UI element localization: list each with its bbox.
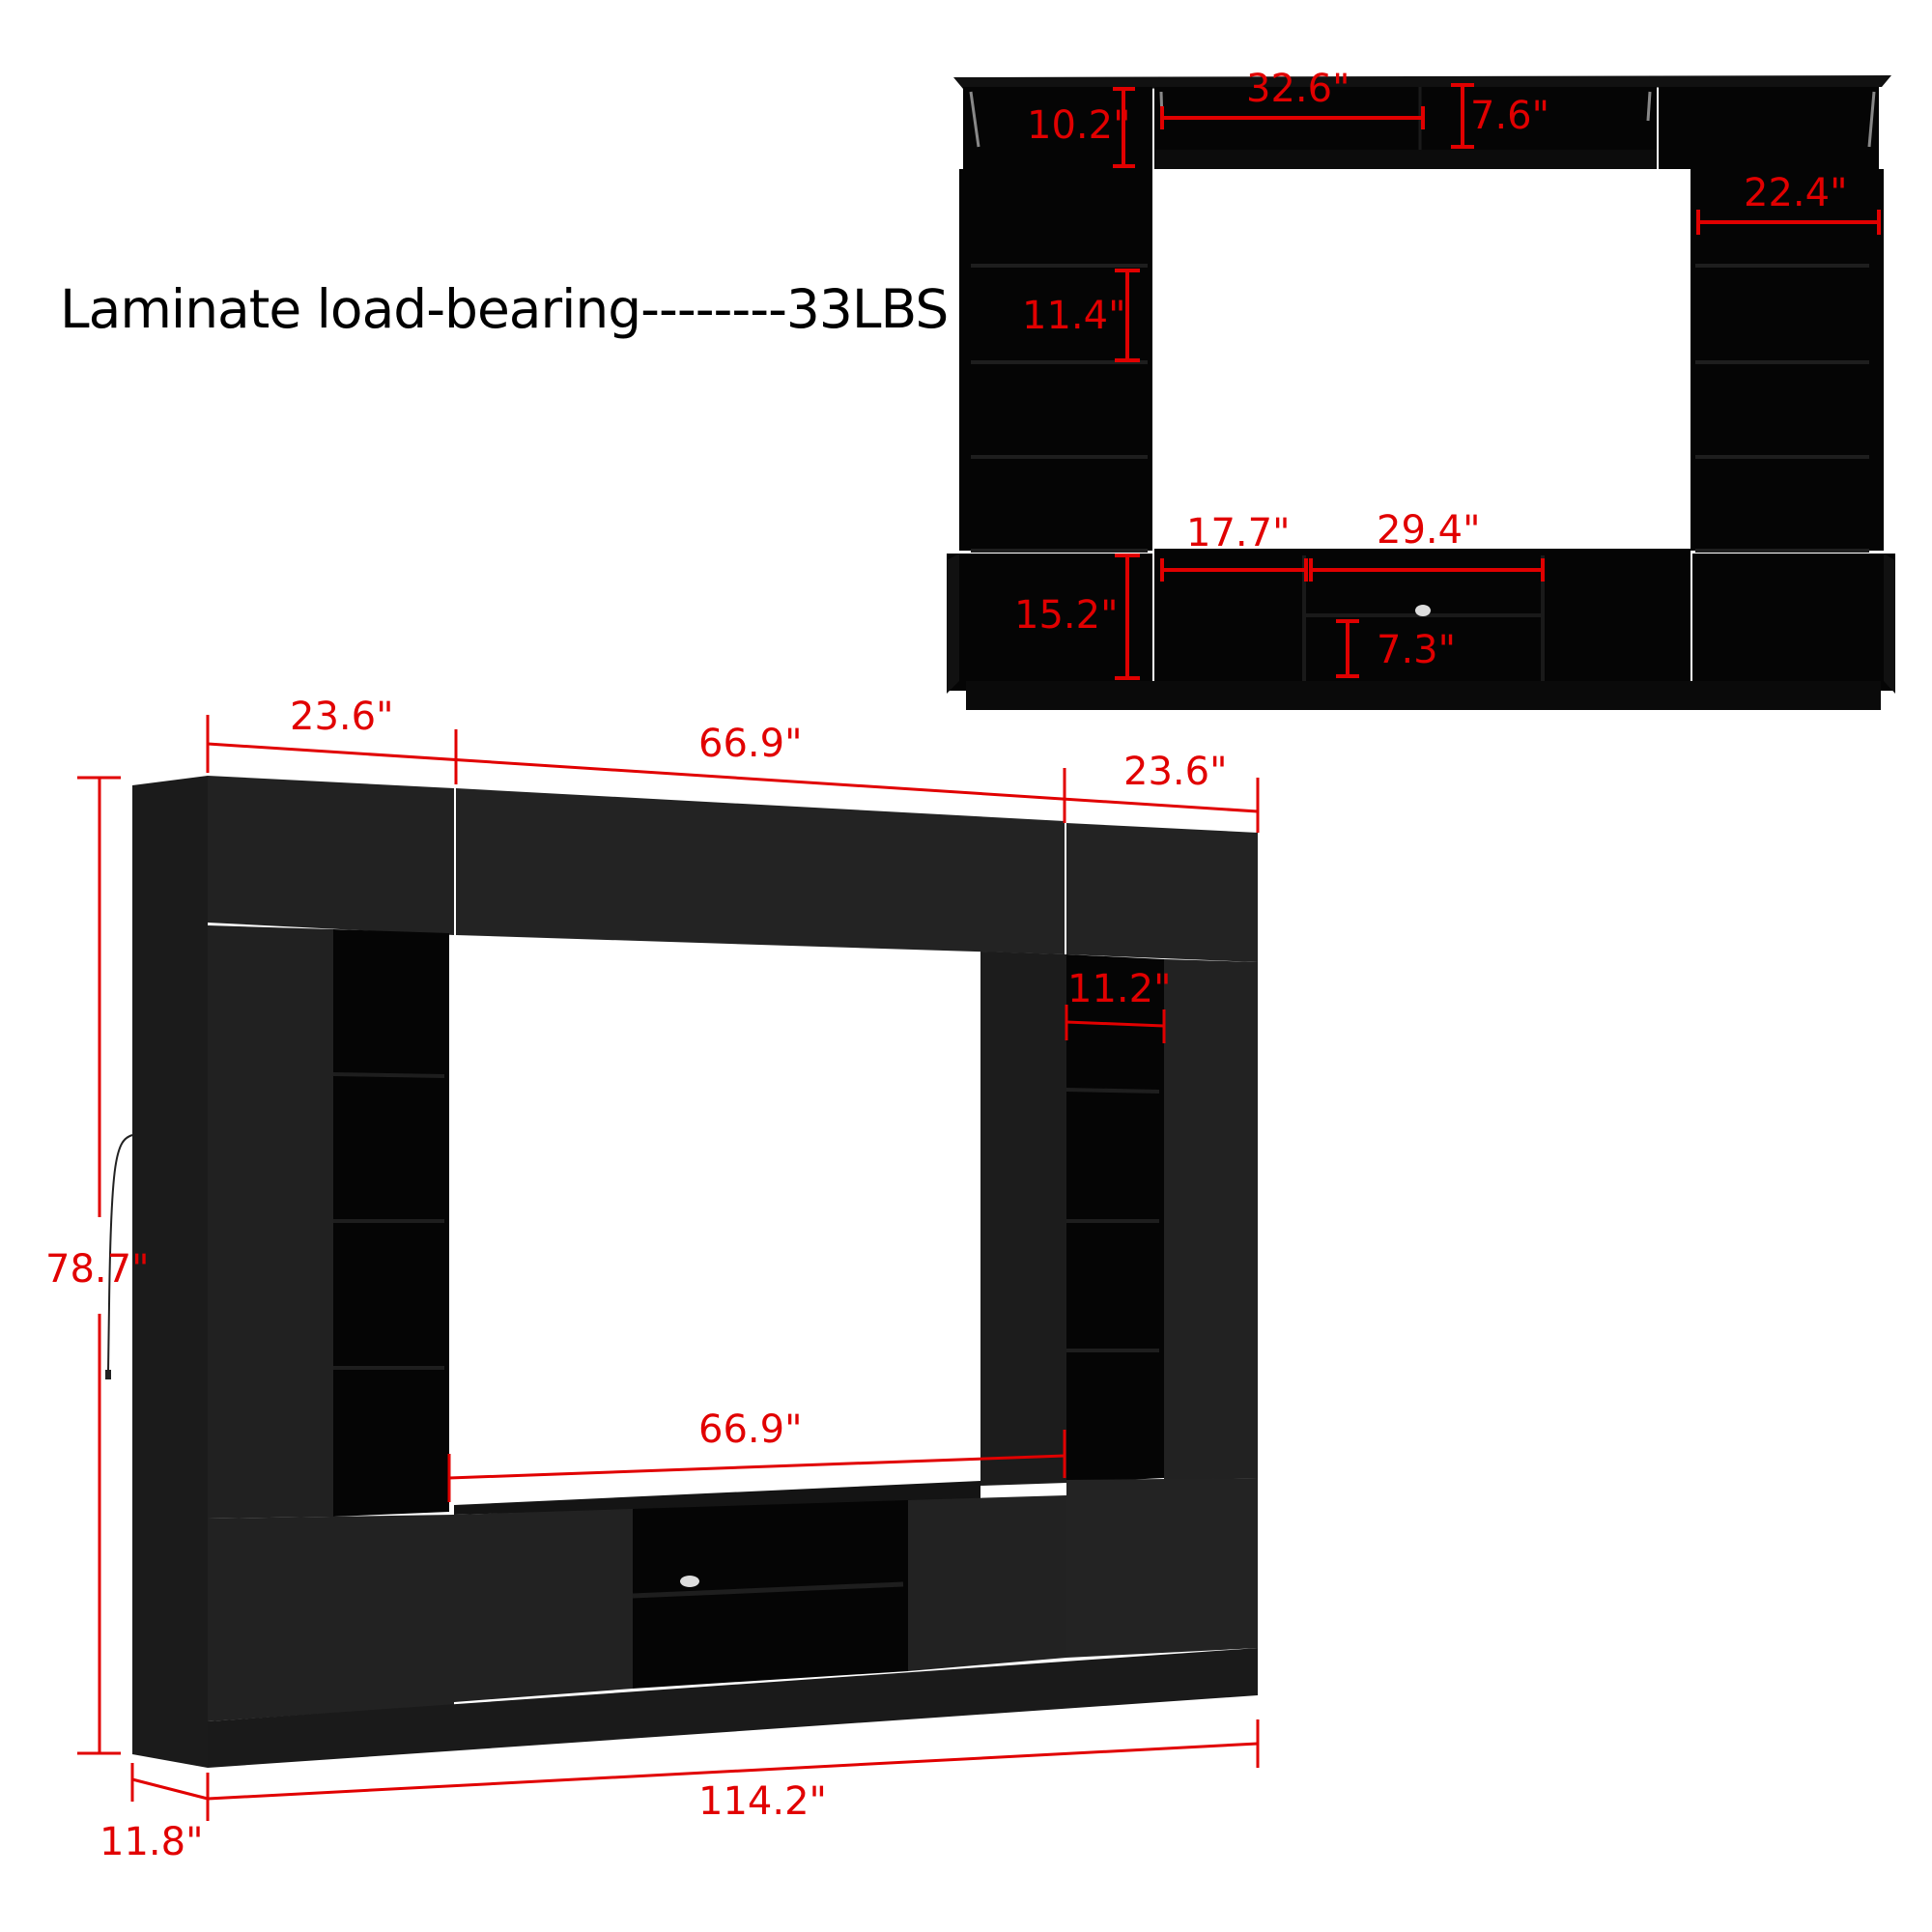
dim-top-center-height: 7.6" [1470,94,1549,138]
top-crown [953,75,1891,89]
load-bearing-label: Laminate load-bearing--------33LBS [60,278,949,340]
dim-top-center-width: 32.6" [1246,67,1350,111]
bottom-left-cabinet [947,554,1152,691]
dim-right-tower-width: 23.6" [1123,750,1227,794]
dim-left-tower-width: 23.6" [290,695,393,739]
front-view-diagram: 23.6" 66.9" 23.6" 11.2" 66.9" 78.7" 114.… [45,695,1260,1864]
dim-total-height: 78.7" [45,1247,149,1292]
tv-open-shelf [633,1500,908,1689]
plinth [966,681,1881,710]
dim-shelf-height: 11.4" [1022,294,1125,338]
top-left-cabinet [963,87,1152,169]
right-shelf-column [1066,954,1164,1483]
dim-top-cabinet-height: 10.2" [1027,103,1130,148]
side-face [132,776,208,1768]
interior-view-diagram: 10.2" 32.6" 7.6" 22.4" 11.4" 15.2" 17.7"… [947,67,1895,710]
dim-side-cabinet-width: 22.4" [1744,171,1847,215]
top-right-cabinet [1659,87,1879,169]
dim-total-width: 114.2" [698,1779,827,1824]
dim-center-top-width: 66.9" [698,722,802,766]
right-tower [1690,169,1884,551]
dim-shelf-column-width: 11.2" [1067,967,1171,1011]
dim-depth: 11.8" [99,1820,203,1864]
dim-bottom-cabinet-height: 15.2" [1014,593,1118,638]
tv-console [1154,549,1690,691]
dim-tv-open-width: 29.4" [1377,508,1480,553]
bottom-right-cabinet [1692,554,1895,691]
dim-tv-opening-width: 66.9" [698,1407,802,1452]
dim-tv-drawer-width: 17.7" [1186,511,1290,555]
dim-tv-shelf-height: 7.3" [1377,628,1456,672]
power-cord [107,1134,133,1373]
plinth [208,1648,1258,1768]
